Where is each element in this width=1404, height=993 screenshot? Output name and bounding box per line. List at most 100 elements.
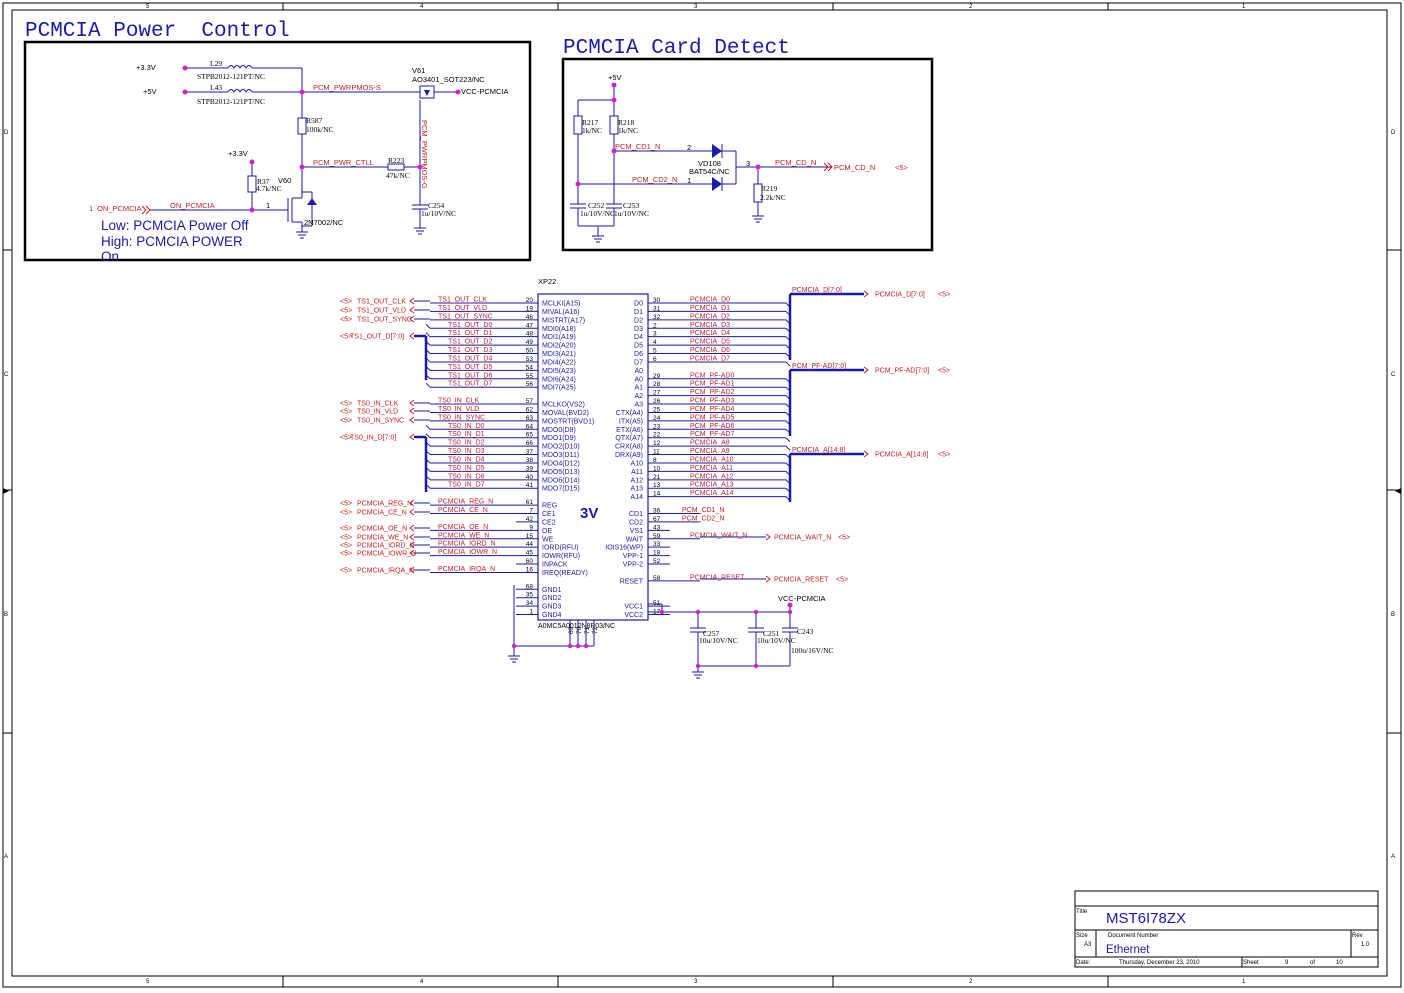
c253-value: 1u/10V/NC <box>614 209 649 218</box>
right-pin-36-name: CD1 <box>629 511 643 518</box>
left-port-ts0-in-vld-label: TS0_IN_VLD <box>357 409 398 416</box>
left-pin-53-number: 53 <box>526 356 534 363</box>
net-ts1-out-d5: TS1_OUT_D5 <box>448 364 492 371</box>
net-pcm-pf-ad7: PCM_PF-AD7 <box>690 431 734 438</box>
left-pin-34-number: 34 <box>526 600 534 607</box>
left-port-pcmcia-iord-n-arrow <box>409 541 415 549</box>
right-pin-17-name: VCC2 <box>624 612 643 619</box>
right-pin-51-name: VCC1 <box>624 604 643 611</box>
left-pin-47-name: MDI0(A18) <box>542 326 576 333</box>
left-port-ts1-out-sync-arrow <box>409 315 415 323</box>
right-pin-14-name: A14 <box>631 494 644 501</box>
l29-ref: L29 <box>210 59 222 68</box>
right-pin-24-name: ITX(A5) <box>619 418 643 425</box>
left-pin-42-name: CE2 <box>542 519 556 526</box>
left-port-pcmcia-we-n-sheet: <5> <box>340 535 352 542</box>
vcc-pcmcia-label: VCC-PCMCIA <box>461 87 509 96</box>
vd108-ref: VD108 <box>698 159 721 168</box>
net-pcmcia-iowr-n: PCMCIA_IOWR_N <box>438 549 497 556</box>
net-pcmcia-a8: PCMCIA_A8 <box>690 440 730 447</box>
tb-docnum: Ethernet <box>1106 944 1150 956</box>
left-port-ts1-out-sync-label: TS1_OUT_SYNC <box>357 317 412 324</box>
left-pin-64-number: 64 <box>526 423 534 430</box>
right-ports: PCMCIA_D[7:0]PCMCIA_D[7:0]<5>PCM_PF-AD[7… <box>700 287 950 584</box>
left-pin-60-name: INPACK <box>542 562 568 569</box>
right-pin-52-name: VPP-2 <box>623 562 643 569</box>
net-pcmcia-a10: PCMCIA_A10 <box>690 456 734 463</box>
c257-value: 10u/10V/NC <box>699 636 738 645</box>
bottom-pin-71: 71 <box>584 626 591 634</box>
net-pcmcia-ce-n: PCMCIA_CE_N <box>438 507 488 514</box>
right-pin-26-name: A3 <box>634 402 643 409</box>
r223-value: 47k/NC <box>386 171 410 180</box>
net-pcmcia-a9: PCMCIA_A9 <box>690 448 730 455</box>
frame-col-2-bottom: 2 <box>969 979 973 985</box>
note-low: Low: PCMCIA Power Off <box>101 218 249 233</box>
net-ts0-in-d6: TS0_IN_D6 <box>448 473 485 480</box>
left-pin-50-name: MDI3(A21) <box>542 351 576 358</box>
net-pcm-pf-ad3: PCM_PF-AD3 <box>690 398 734 405</box>
net-cd2: PCM_CD2_N <box>632 175 677 184</box>
left-pin-60-number: 60 <box>526 558 534 565</box>
right-pin-6-name: D7 <box>634 359 643 366</box>
right-pin-12-bus-entry <box>785 445 791 451</box>
right-pin-29-number: 29 <box>653 373 661 380</box>
left-port-ts1-out-sync-sheet: <5> <box>340 317 352 324</box>
left-pin-1-name: GND4 <box>542 612 562 619</box>
right-pin-59-name: WAIT <box>626 536 644 543</box>
right-port-pcm-pf-ad-7-0-label: PCM_PF-AD[7:0] <box>875 368 929 375</box>
tb-rev: 1.0 <box>1361 942 1370 948</box>
left-pin-66-number: 66 <box>526 440 534 447</box>
net-ts1-out-d7: TS1_OUT_D7 <box>448 381 492 388</box>
out-sheet-cd: <5> <box>895 163 909 172</box>
right-pin-8-name: A10 <box>631 460 644 467</box>
v60-ref: V60 <box>278 176 291 185</box>
left-pin-66-name: MDO2(D10) <box>542 444 580 451</box>
net-ts0-in-clk: TS0_IN_CLK <box>438 398 480 405</box>
net-pwrpmos-g: PCM_PWRPMOS-G <box>420 120 429 189</box>
right-pin-25-number: 25 <box>653 406 661 413</box>
left-port-ts0-in-clk-sheet: <5> <box>340 401 352 408</box>
right-port-pcm-pf-ad-7-0-bus-label: PCM_PF-AD[7:0] <box>792 363 846 370</box>
frame-row-d-right: D <box>1391 130 1396 136</box>
net-ts1-out-d4: TS1_OUT_D4 <box>448 355 492 362</box>
tb-docnum-label: Document Number <box>1108 933 1158 939</box>
left-port-ts1-out-clk-arrow <box>409 297 415 305</box>
left-pin-44-number: 44 <box>526 541 534 548</box>
left-pin-15-number: 15 <box>526 533 534 540</box>
right-pin-22-number: 22 <box>653 432 661 439</box>
c251-ref: C251 <box>763 629 780 638</box>
right-port-pcm-pf-ad-7-0-arrow <box>863 366 869 374</box>
net-pwrpmos-s: PCM_PWRPMOS-S <box>313 83 381 92</box>
net-on-pcmcia: ON_PCMCIA <box>170 201 215 210</box>
left-ports: <5>TS1_OUT_CLK<5>TS1_OUT_VLD<5>TS1_OUT_S… <box>340 297 430 575</box>
xp22-voltage: 3V <box>580 505 598 522</box>
power-control-title: PCMCIA Power Control <box>25 20 290 43</box>
left-pin-46-number: 46 <box>526 314 534 321</box>
rail-3v3-label: +3.3V <box>136 63 156 72</box>
left-pin-68-number: 68 <box>526 583 534 590</box>
left-pin-38-name: MDO4(D12) <box>542 460 580 467</box>
frame-col-2: 2 <box>969 4 973 10</box>
net-pcmcia-d2: PCMCIA_D2 <box>690 313 730 320</box>
left-pin-62-name: MOVAL(BVD2) <box>542 410 589 417</box>
c257-ref: C257 <box>703 629 720 638</box>
left-port-ts0-in-vld-arrow <box>409 407 415 415</box>
net-pcmcia-d5: PCMCIA_D5 <box>690 339 730 346</box>
right-pin-67-name: CD2 <box>629 519 643 526</box>
r587-ref: R587 <box>306 116 323 125</box>
left-port-pcmcia-irqa-n-sheet: <5> <box>340 568 352 575</box>
right-port-pcm-pf-ad-7-0-sheet: <5> <box>938 368 950 375</box>
right-pin-31-name: D1 <box>634 309 643 316</box>
left-pin-37-name: MDO3(D11) <box>542 452 579 459</box>
xp22-part: A0MC5A0012N8P03/NC <box>538 623 615 630</box>
tb-date: Thursday, December 23, 2010 <box>1119 960 1200 966</box>
net-pcmcia-d7: PCMCIA_D7 <box>690 355 730 362</box>
left-pin-64-bus-entry <box>425 424 431 430</box>
net-pcmcia-wait-n: PCMCIA_WAIT_N <box>690 532 747 539</box>
left-port-pcmcia-oe-n-sheet: <5> <box>340 526 352 533</box>
left-pin-55-name: MDI6(A24) <box>542 376 576 383</box>
left-pin-57-number: 57 <box>526 398 534 405</box>
frame-row-b-right: B <box>1391 612 1395 618</box>
left-port-pcmcia-iord-n-label: PCMCIA_IORD_N <box>357 543 415 550</box>
